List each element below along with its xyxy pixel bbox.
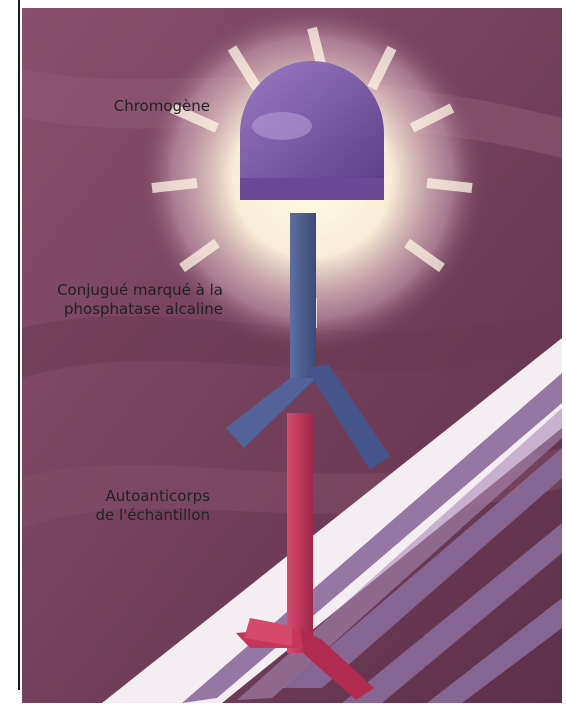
conjugate-label-line-1: Conjugué marqué à la <box>57 281 223 300</box>
autoantibody-label-line-2: de l'échantillon <box>95 506 210 525</box>
callout-autoantibody: Autoanticorps de l'échantillon <box>22 476 232 536</box>
left-rule <box>18 0 20 690</box>
autoantibody-label: Autoanticorps de l'échantillon <box>95 487 210 525</box>
callout-conjugate: Conjugué marqué à la phosphatase alcalin… <box>22 270 247 330</box>
conjugate-label: Conjugué marqué à la phosphatase alcalin… <box>57 281 223 319</box>
callout-chromogen: Chromogène <box>22 80 232 132</box>
illustration-scene: Chromogène Conjugué marqué à la phosphat… <box>22 8 562 703</box>
chromogen <box>240 61 384 200</box>
chromogen-label: Chromogène <box>114 97 210 116</box>
autoantibody-label-line-1: Autoanticorps <box>95 487 210 506</box>
conjugate-label-line-2: phosphatase alcaline <box>57 300 223 319</box>
